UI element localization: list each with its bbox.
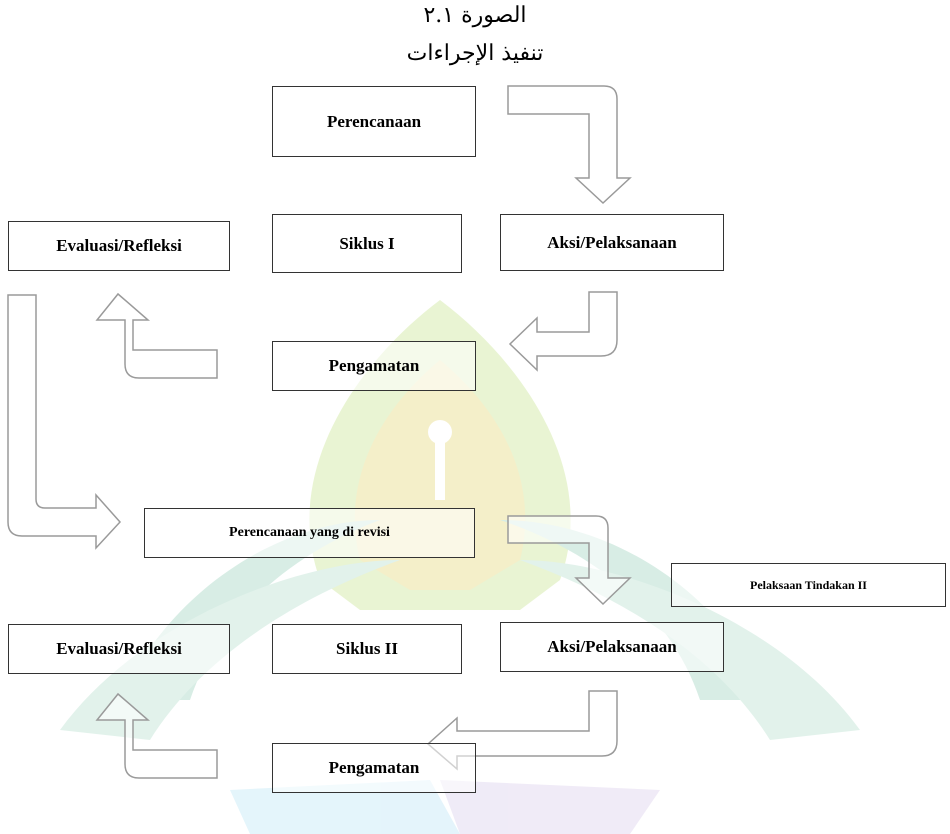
- planning-box: Perencanaan: [272, 86, 476, 157]
- cycle-1-label-box: Siklus I: [272, 214, 462, 273]
- arrow-observation-to-evaluation: [95, 292, 218, 379]
- action-box-2: Aksi/Pelaksanaan: [500, 622, 724, 672]
- action-box: Aksi/Pelaksanaan: [500, 214, 724, 271]
- arrow-evaluation-to-revised-planning: [7, 294, 122, 550]
- implementation-note-box: Pelaksaan Tindakan II: [671, 563, 946, 607]
- evaluation-box: Evaluasi/Refleksi: [8, 221, 230, 271]
- arrow-observation2-to-evaluation2: [95, 692, 218, 779]
- cycle-2-label-box: Siklus II: [272, 624, 462, 674]
- observation-box: Pengamatan: [272, 341, 476, 391]
- observation-box-2: Pengamatan: [272, 743, 476, 793]
- watermark-base-purple: [440, 780, 660, 834]
- arrow-action-to-observation: [508, 291, 618, 372]
- figure-title: تنفيذ الإجراءات: [406, 41, 544, 66]
- evaluation-box-2: Evaluasi/Refleksi: [8, 624, 230, 674]
- revised-planning-box: Perencanaan yang di revisi: [144, 508, 475, 558]
- arrow-planning-to-action: [507, 85, 632, 205]
- arrow-revised-planning-to-action: [507, 515, 632, 606]
- watermark-base-blue: [230, 780, 460, 834]
- watermark-keyhole: [428, 420, 452, 444]
- figure-number: الصورة ٢.١: [423, 3, 527, 28]
